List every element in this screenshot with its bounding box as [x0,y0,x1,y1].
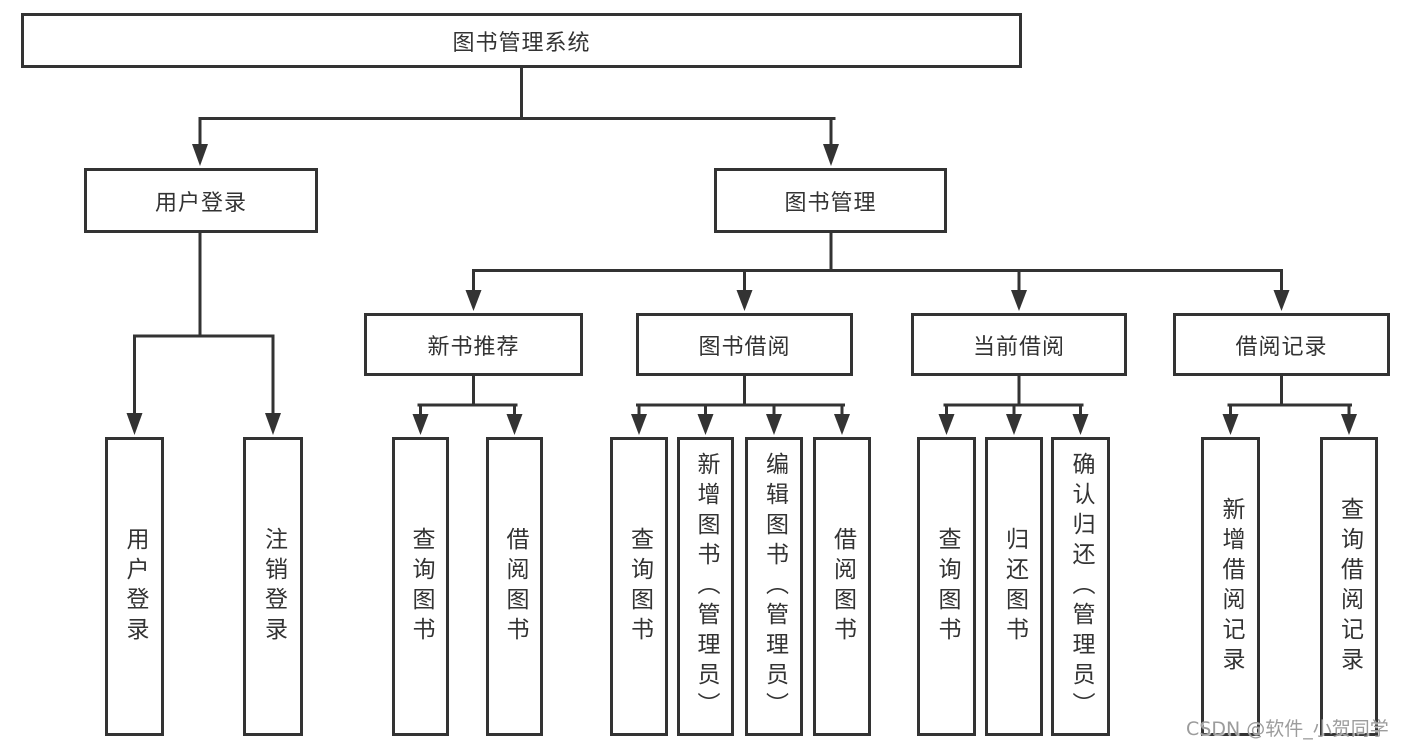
node-label: 查询借阅记录 [1336,496,1363,677]
node-label: 新书推荐 [427,334,520,360]
node-label: 新增图书（管理员） [693,451,719,722]
node-current-borrowing: 当前借阅 [911,313,1127,376]
node-label: 查询图书 [408,526,434,647]
node-leaf-query-borrow-record: 查询借阅记录 [1320,437,1378,736]
node-leaf-add-borrow-record: 新增借阅记录 [1201,437,1260,736]
node-book-management: 图书管理 [714,168,947,233]
node-label: 查询图书 [934,526,960,647]
connector-borrowing-to-leaves [631,375,850,435]
node-user-login: 用户登录 [84,168,318,233]
node-leaf-return-books: 归还图书 [985,437,1043,736]
node-leaf-query-books-1: 查询图书 [392,437,449,736]
node-label: 用户登录 [154,190,247,216]
node-label: 用户登录 [122,526,148,647]
node-new-book-recommend: 新书推荐 [364,313,583,376]
node-borrowing-records: 借阅记录 [1173,313,1390,376]
node-label: 当前借阅 [972,334,1065,360]
node-label: 图书管理系统 [452,30,591,56]
csdn-watermark: CSDN @软件_小贺同学 [1186,718,1389,740]
connector-root-to-level2 [192,68,839,166]
connector-current-to-leaves [938,375,1089,435]
node-leaf-confirm-return-admin: 确认归还（管理员） [1051,437,1110,736]
node-label: 查询图书 [626,526,653,647]
node-leaf-add-books-admin: 新增图书（管理员） [677,437,734,736]
node-label: 借阅图书 [502,526,528,647]
node-leaf-edit-books-admin: 编辑图书（管理员） [745,437,803,736]
node-label: 归还图书 [1001,526,1028,647]
node-leaf-query-books-3: 查询图书 [917,437,976,736]
node-label: 新增借阅记录 [1218,496,1244,677]
connector-book-mgmt-to-level3 [465,233,1290,311]
node-book-borrowing: 图书借阅 [636,313,853,376]
node-leaf-query-books-2: 查询图书 [610,437,668,736]
node-label: 注销登录 [260,526,287,647]
node-label: 图书借阅 [698,334,791,360]
node-leaf-logout: 注销登录 [243,437,303,736]
node-label: 图书管理 [784,190,877,216]
node-label: 确认归还（管理员） [1068,451,1094,722]
node-label: 借阅图书 [829,526,856,647]
connector-new-books-to-leaves [412,375,523,435]
connector-records-to-leaves [1222,375,1357,435]
node-root-library-system: 图书管理系统 [21,13,1022,68]
node-leaf-borrow-books-2: 借阅图书 [813,437,871,736]
node-leaf-user-login: 用户登录 [105,437,164,736]
node-label: 编辑图书（管理员） [761,451,788,722]
node-label: 借阅记录 [1235,334,1328,360]
node-leaf-borrow-books-1: 借阅图书 [486,437,543,736]
connector-user-login-to-leaves [126,233,281,435]
